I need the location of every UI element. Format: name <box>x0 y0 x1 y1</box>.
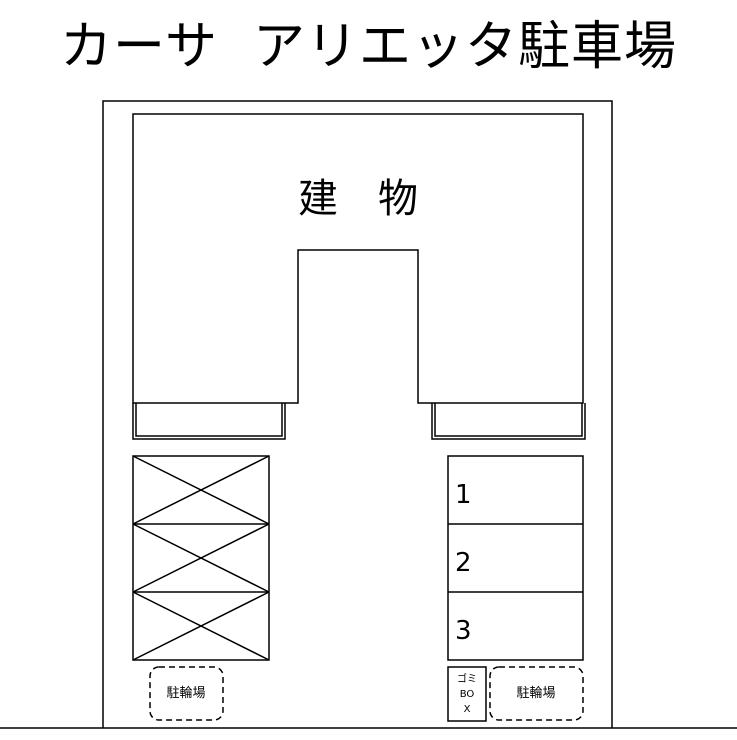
trash-box-label-2: BO <box>460 689 475 700</box>
unavailable-spaces <box>132 455 270 661</box>
building-outline <box>132 113 584 404</box>
building-label: 建 物 <box>298 176 418 222</box>
parking-space-2-number: 2 <box>455 548 472 578</box>
parking-space-3-number: 3 <box>455 616 472 646</box>
parking-spaces <box>447 455 584 661</box>
balcony-right <box>431 403 586 440</box>
trash-box <box>447 666 487 722</box>
parking-space-1-number: 1 <box>455 480 472 510</box>
trash-box-label-3: X <box>464 704 471 715</box>
page-title: カーサ アリエッタ駐車場 <box>59 17 678 77</box>
bicycle-parking-left-label: 駐輪場 <box>166 685 205 701</box>
bicycle-parking-left <box>149 666 224 721</box>
trash-box-label-1: ゴミ <box>457 672 477 685</box>
balcony-left <box>132 403 286 440</box>
lot-boundary <box>102 100 613 728</box>
bicycle-parking-right-label: 駐輪場 <box>516 685 555 701</box>
bicycle-parking-right <box>489 666 584 721</box>
